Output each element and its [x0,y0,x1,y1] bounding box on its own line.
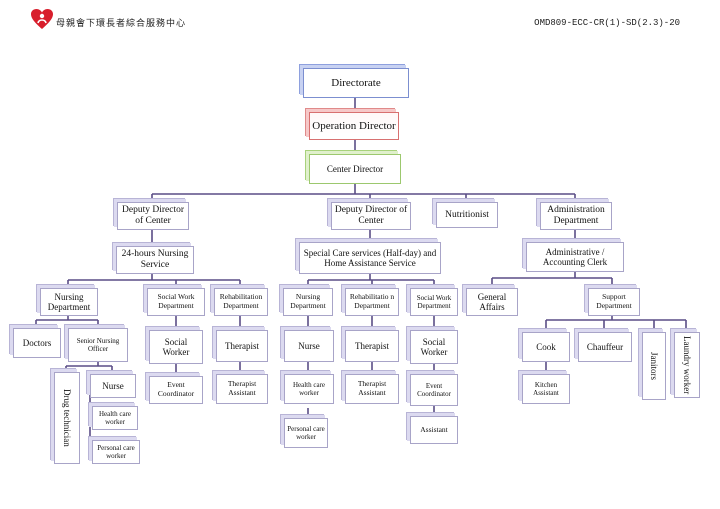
senior-nursing-officer-box: Senior Nursing Officer [68,328,128,362]
therapist-assistant-mid-box: Therapist Assistant [345,374,399,404]
social-worker-left-box: Social Worker [149,330,203,364]
nurse-mid-box: Nurse [284,330,334,362]
rehabilitation-department-left-box: Rehabilitation Department [214,288,268,316]
cook-box: Cook [522,332,570,362]
health-care-worker-left-box: Health care worker [92,406,138,430]
heart-logo-icon [31,9,53,29]
janitors-label: Janitors [649,352,660,380]
kitchen-assistant-box: Kitchen Assistant [522,374,570,404]
administration-department-box: Administration Department [540,202,612,230]
deputy-director-mid-box: Deputy Director of Center [331,202,411,230]
drug-technician-box: Drug technician [54,372,80,464]
support-department-box: Support Department [588,288,640,316]
assistant-box: Assistant [410,416,458,444]
special-care-services-box: Special Care services (Half-day) and Hom… [299,242,441,274]
social-worker-mid-box: Social Worker [410,330,458,364]
nursing-department-mid-box: Nursing Department [283,288,333,316]
general-affairs-box: General Affairs [466,288,518,316]
chauffeur-box: Chauffeur [578,332,632,362]
therapist-mid-box: Therapist [345,330,399,362]
laundry-worker-label: Laundry worker [682,335,693,395]
center-director-box: Center Director [309,154,401,184]
event-coordinator-left-box: Event Coordinator [149,376,203,404]
deputy-director-left-box: Deputy Director of Center [117,202,189,230]
nurse-left-box: Nurse [90,374,136,398]
therapist-assistant-left-box: Therapist Assistant [216,374,268,404]
rehabilitation-department-mid-box: Rehabilitatio n Department [345,288,399,316]
laundry-worker-box: Laundry worker [674,332,700,398]
nursing-service-24h-box: 24-hours Nursing Service [116,246,194,274]
janitors-box: Janitors [642,332,666,400]
drug-technician-label: Drug technician [62,389,73,447]
document-code: OMD809-ECC-CR(1)-SD(2.3)-20 [534,18,680,28]
doctors-box: Doctors [13,328,61,358]
nursing-department-left-box: Nursing Department [40,288,98,316]
personal-care-worker-mid-box: Personal care worker [284,418,328,448]
personal-care-worker-left-box: Personal care worker [92,440,140,464]
nutritionist-box: Nutritionist [436,202,498,228]
therapist-left-box: Therapist [216,330,268,362]
social-work-department-mid-box: Social Work Department [410,288,458,316]
administrative-accounting-clerk-box: Administrative / Accounting Clerk [526,242,624,272]
directorate-box: Directorate [303,68,409,98]
health-care-worker-mid-box: Health care worker [284,374,334,404]
operation-director-box: Operation Director [309,112,399,140]
organization-name: 母親會下環長者綜合服務中心 [56,19,187,29]
social-work-department-left-box: Social Work Department [147,288,205,316]
event-coordinator-mid-box: Event Coordinator [410,374,458,406]
